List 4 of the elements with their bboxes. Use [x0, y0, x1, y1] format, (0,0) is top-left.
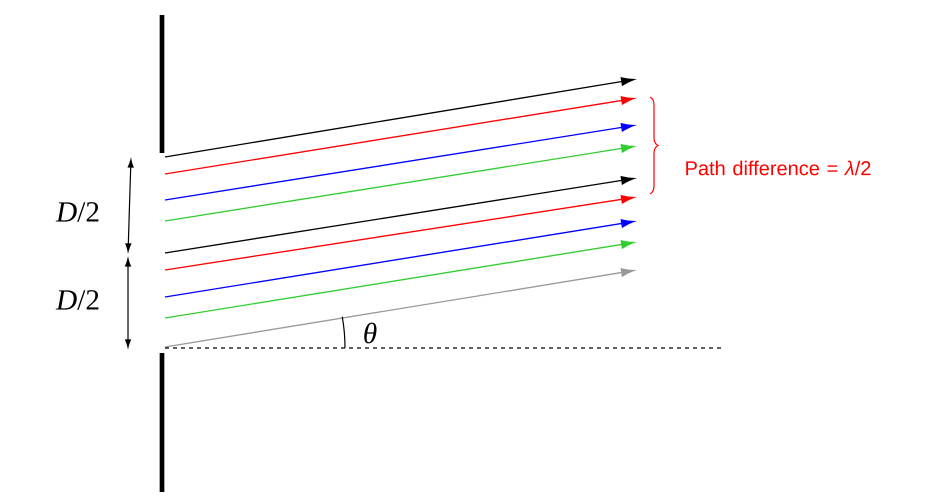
dimension-label: D/2 — [56, 290, 98, 310]
dimension-label: D/2 — [56, 202, 98, 222]
angle-label: θ — [364, 322, 377, 344]
annotation: Path difference = λ/2 — [686, 160, 870, 176]
